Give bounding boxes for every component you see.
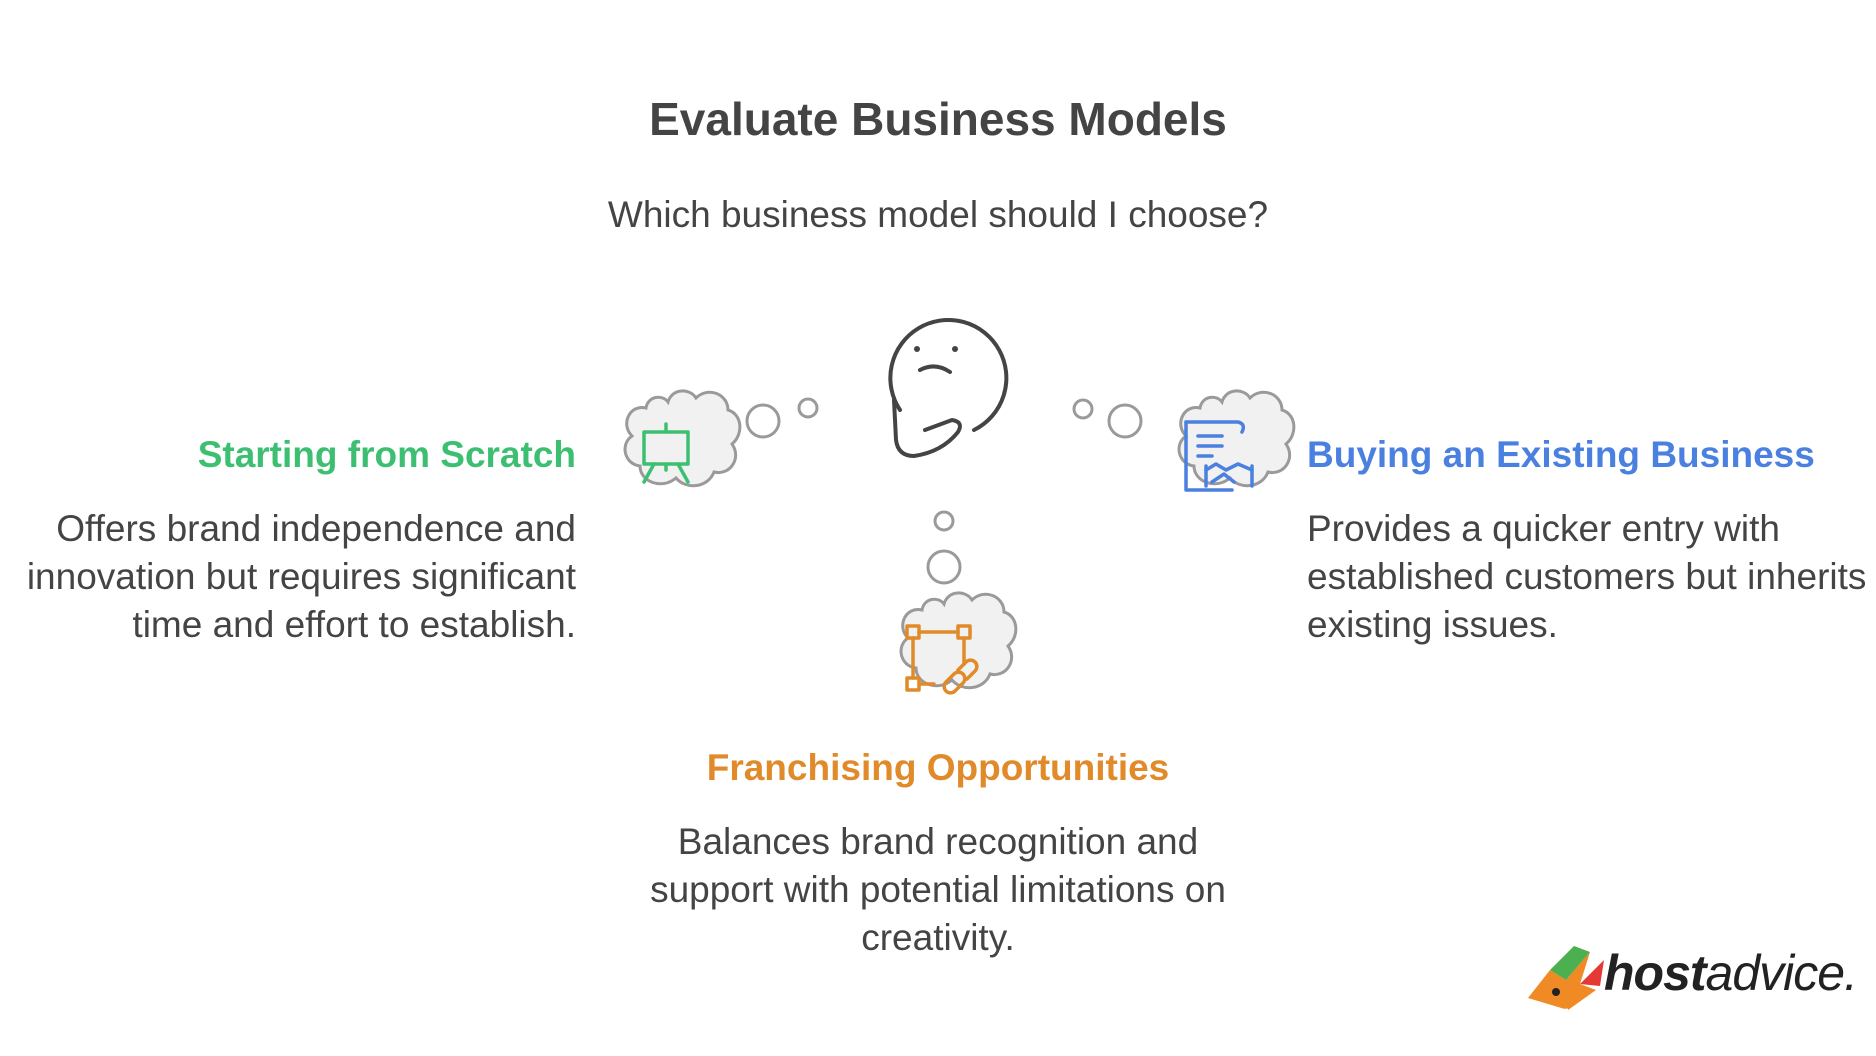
thought-dot-bottom-small [933,510,955,532]
option-description-starting-from-scratch: Offers brand independence and innovation… [26,508,576,645]
thought-dot-left-large [745,403,781,439]
thinking-face-icon [888,317,1009,458]
option-description-franchising-opportunities: Balances brand recognition and support w… [650,821,1226,958]
linked-nodes-icon [905,624,979,695]
diagram-title: Evaluate Business Models [649,93,1227,145]
option-description-buying-existing-business: Provides a quicker entry with establishe… [1307,508,1867,645]
hostadvice-logo-text: hostadvice. [1604,944,1858,1002]
cloud-bottom [899,591,1018,695]
diagram-question: Which business model should I choose? [607,194,1269,235]
option-heading-buying-existing-business: Buying an Existing Business [1307,434,1815,475]
thought-dot-right-small [1072,398,1094,420]
cloud-right [1177,389,1296,492]
thought-dot-bottom-large [926,549,962,585]
logo-text-host: host [1604,945,1707,1001]
thought-dot-left-small [797,397,819,419]
hostadvice-fox-logo-icon [1528,946,1604,1012]
option-heading-franchising-opportunities: Franchising Opportunities [706,747,1170,788]
cloud-left [623,389,742,488]
contract-handshake-icon [1184,420,1254,492]
easel-icon [642,422,690,484]
option-heading-starting-from-scratch: Starting from Scratch [197,434,576,475]
thought-dot-right-large [1107,403,1143,439]
logo-text-advice: advice. [1705,945,1858,1001]
